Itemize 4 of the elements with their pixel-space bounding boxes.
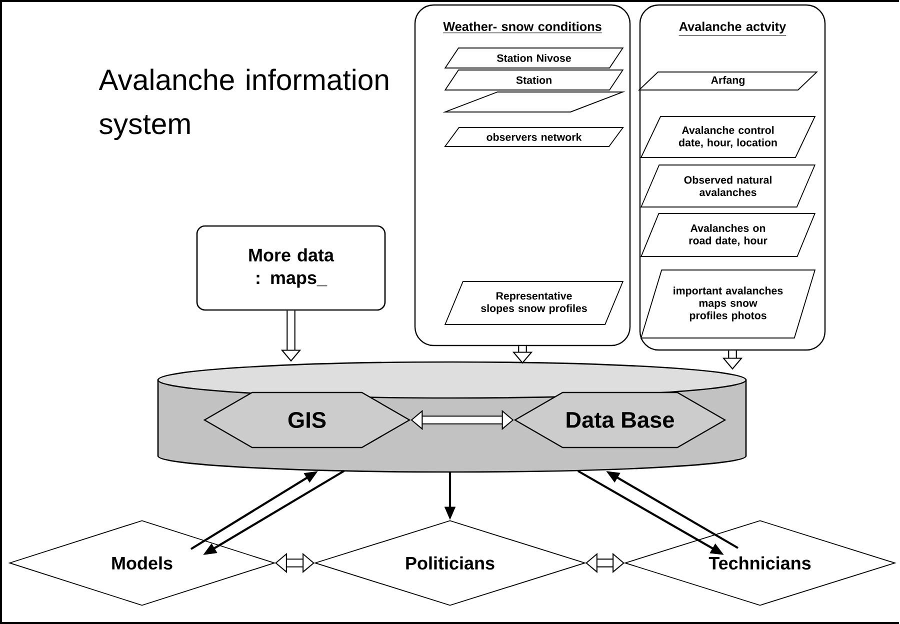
module-hexagon: Data Base: [514, 392, 726, 448]
title: Avalanche information system: [98, 68, 388, 140]
module-hexagon: GIS: [203, 392, 411, 448]
data-box: More data : maps_: [196, 225, 386, 311]
